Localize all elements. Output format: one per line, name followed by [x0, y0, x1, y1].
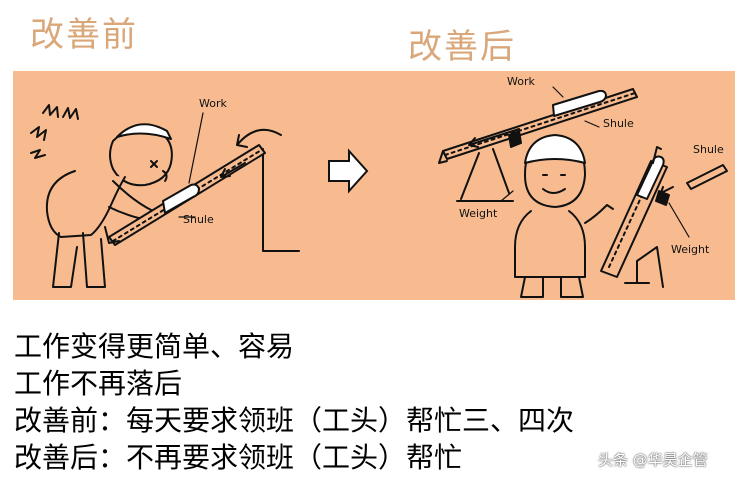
after-left-stand	[460, 148, 510, 200]
watermark-icon	[576, 452, 590, 466]
before-work-label: Work	[199, 97, 227, 110]
caption-line-4: 改善后：不再要求领班（工头）帮忙	[14, 441, 463, 474]
caption-line-1: 工作变得更简单、容易	[14, 330, 295, 363]
after-heading: 改善后	[408, 27, 516, 67]
after-weight-left-label: Weight	[459, 207, 498, 220]
before-worker-cap	[116, 123, 172, 140]
curved-arrow-icon	[236, 128, 282, 148]
illustration-svg: Work Shule	[30, 75, 728, 298]
arrow-right-icon	[328, 148, 369, 194]
after-workpiece	[552, 89, 607, 117]
watermark-text: 头条 @华昊企管	[598, 451, 708, 469]
after-work-label: Work	[507, 75, 535, 88]
before-shule-label: Shule	[183, 213, 214, 226]
caption-line-2: 工作不再落后	[14, 367, 183, 400]
illustration-panel: Work Shule	[13, 71, 735, 300]
after-weight-right-label: Weight	[671, 243, 710, 256]
caption-block: 工作变得更简单、容易 工作不再落后 改善前：每天要求领班（工头）帮忙三、四次 改…	[14, 328, 734, 476]
after-shule-top-label: Shule	[603, 117, 634, 130]
before-heading: 改善前	[30, 15, 138, 55]
after-scene	[438, 86, 728, 298]
after-worker-torso	[514, 210, 586, 278]
after-shule-right-label: Shule	[693, 143, 724, 156]
before-worker-torso	[45, 170, 126, 238]
after-small-chute	[686, 164, 728, 190]
after-worker-cap	[524, 134, 586, 164]
stress-lines-icon	[30, 104, 79, 159]
before-scene	[30, 104, 300, 288]
before-workpiece	[162, 183, 200, 214]
after-left-weight	[508, 130, 522, 148]
caption-line-3: 改善前：每天要求领班（工头）帮忙三、四次	[14, 404, 575, 437]
before-box	[262, 154, 300, 252]
